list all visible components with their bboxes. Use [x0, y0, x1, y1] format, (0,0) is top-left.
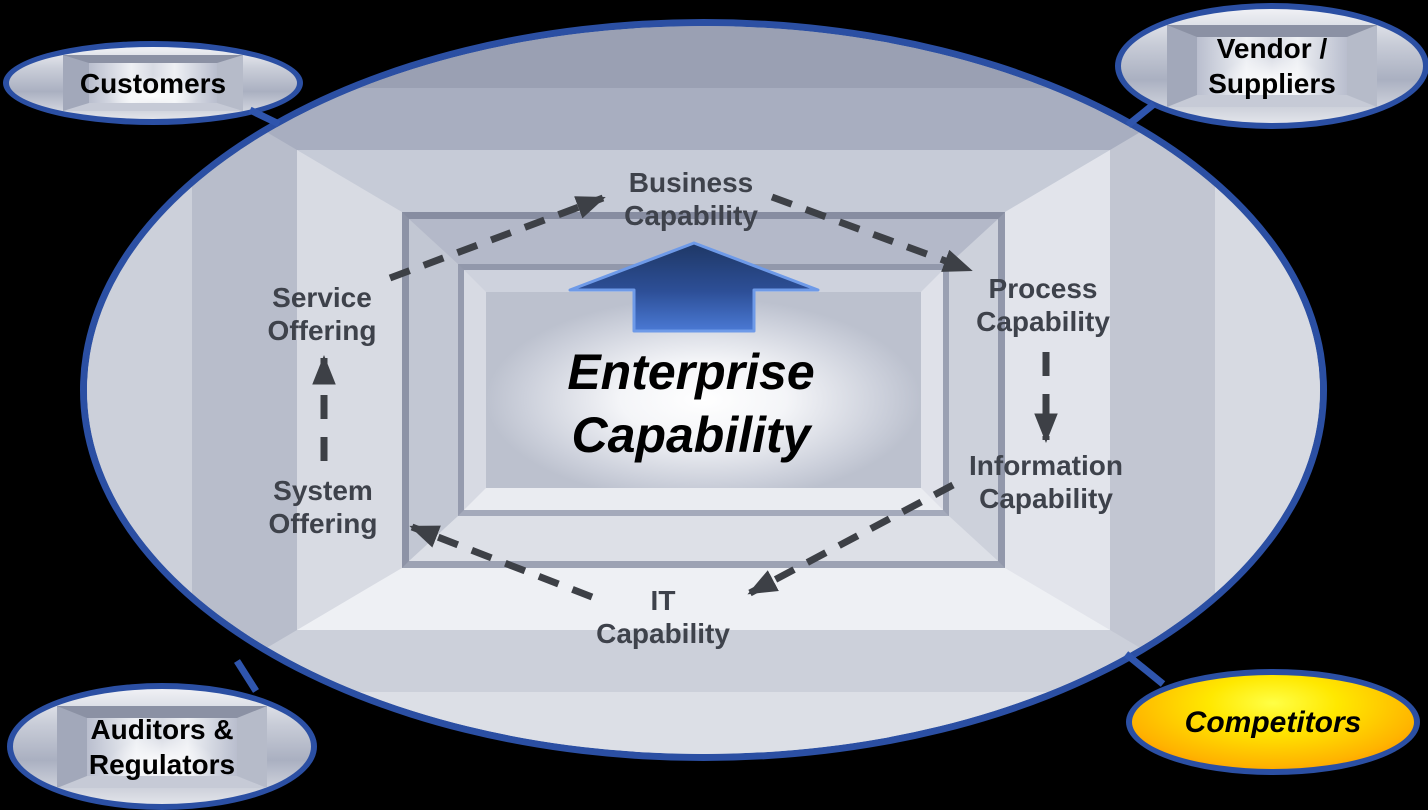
stakeholder-label: Auditors & Regulators: [88, 713, 236, 780]
stakeholder-vendor-suppliers: Vendor / Suppliers: [1115, 3, 1428, 129]
stakeholder-competitors: Competitors: [1126, 669, 1420, 775]
bevel-frame: [402, 212, 1005, 568]
bevel-frame: [297, 150, 1110, 630]
stakeholder-customers: Customers: [3, 41, 303, 125]
stakeholder-auditors-regulators: Auditors & Regulators: [7, 683, 317, 810]
bevel-rect: [1167, 25, 1377, 107]
bevel-rect: [57, 705, 267, 788]
stakeholder-label: Vendor / Suppliers: [1208, 33, 1336, 99]
stakeholder-label: Customers: [79, 67, 227, 99]
center-title: Enterprise Capability: [567, 344, 815, 463]
bevel-rect: [63, 55, 243, 111]
bevel-frame: [192, 88, 1215, 692]
stakeholder-label: Competitors: [1184, 705, 1362, 739]
